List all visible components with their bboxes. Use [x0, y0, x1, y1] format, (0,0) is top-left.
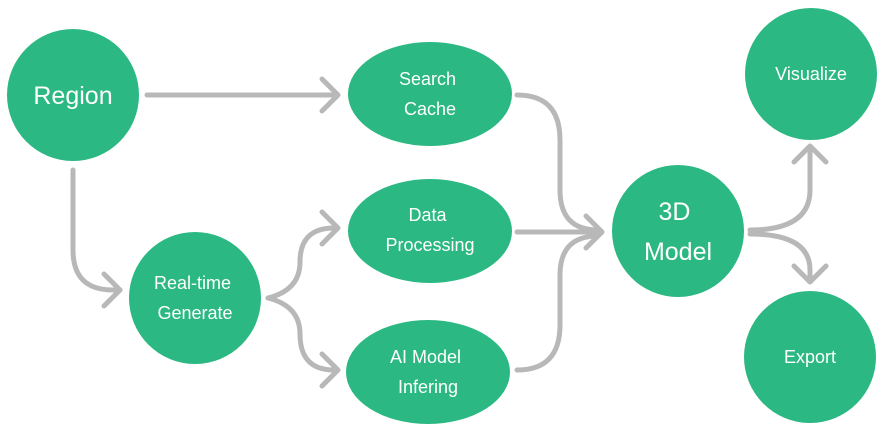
node-data-processing-label-line-1: Data	[408, 205, 447, 225]
edge-3d-model-to-visualize	[747, 147, 813, 233]
node-3d-model-label-line-2: Model	[644, 238, 712, 266]
node-3d-model-shape	[612, 165, 744, 297]
node-data-processing: Data Processing	[348, 179, 512, 283]
arrowhead-3d-model	[583, 213, 605, 251]
edge-region-to-realtime-generate	[70, 167, 123, 293]
node-data-processing-shape	[348, 179, 512, 283]
node-export-label: Export	[784, 347, 836, 367]
node-search-cache: Search Cache	[348, 42, 512, 146]
arrowhead-ai-model	[319, 351, 341, 389]
edges	[70, 76, 829, 389]
node-ai-model-infering: AI Model Infering	[346, 320, 510, 424]
edge-realtime-to-ai-model	[265, 295, 337, 373]
node-data-processing-label-line-2: Processing	[385, 235, 474, 255]
arrowhead-data-processing	[319, 209, 341, 247]
arrowhead-visualize	[791, 143, 829, 165]
arrowhead-export	[791, 263, 829, 285]
node-region-label: Region	[33, 82, 112, 110]
node-data-processing-label: Data Processing	[385, 205, 474, 255]
node-export-label-line-1: Export	[784, 347, 836, 367]
node-3d-model-label: 3D Model	[644, 198, 712, 266]
node-export: Export	[744, 291, 876, 423]
node-ai-model-infering-shape	[346, 320, 510, 424]
node-export-shape	[744, 291, 876, 423]
node-visualize-label: Visualize	[775, 64, 847, 84]
node-visualize-shape	[745, 8, 877, 140]
node-region: Region	[7, 29, 139, 161]
edge-search-cache-to-3d-model	[514, 92, 601, 233]
edge-realtime-to-data-processing	[265, 225, 337, 301]
node-region-shape	[7, 29, 139, 161]
node-3d-model-label-line-1: 3D	[659, 198, 691, 226]
node-search-cache-label: Search Cache	[399, 69, 461, 119]
node-search-cache-label-line-2: Cache	[404, 99, 456, 119]
node-region-label-line-1: Region	[33, 82, 112, 110]
node-search-cache-label-line-1: Search	[399, 69, 456, 89]
edge-3d-model-to-export	[747, 231, 813, 281]
node-realtime-generate-shape	[129, 232, 261, 364]
node-3d-model: 3D Model	[612, 165, 744, 297]
node-visualize-label-line-1: Visualize	[775, 64, 847, 84]
node-realtime-generate: Real-time Generate	[129, 232, 261, 364]
arrowhead-realtime-generate	[101, 271, 123, 309]
node-ai-model-infering-label: AI Model Infering	[390, 347, 466, 397]
edge-ai-model-to-3d-model	[514, 233, 601, 373]
node-realtime-generate-label-line-2: Generate	[157, 303, 232, 323]
node-search-cache-shape	[348, 42, 512, 146]
nodes: Region Search Cache Data Processing AI M…	[7, 8, 877, 424]
node-realtime-generate-label-line-1: Real-time	[154, 273, 231, 293]
node-ai-model-infering-label-line-2: Infering	[398, 377, 458, 397]
arrowhead-search-cache	[319, 76, 341, 114]
node-ai-model-infering-label-line-1: AI Model	[390, 347, 461, 367]
node-visualize: Visualize	[745, 8, 877, 140]
node-realtime-generate-label: Real-time Generate	[154, 273, 236, 323]
